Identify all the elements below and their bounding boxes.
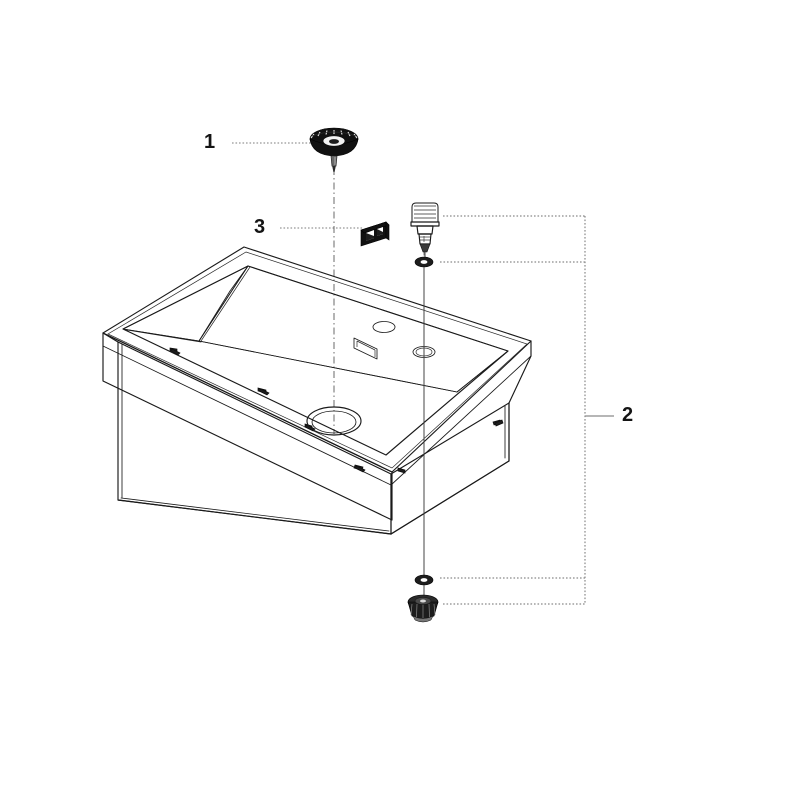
bowl-corner-back (198, 265, 249, 342)
valve-bore (420, 599, 426, 603)
push-button-collar (410, 221, 440, 227)
clip-mark-2b (258, 388, 270, 396)
bowl-corner-right (456, 350, 509, 393)
strainer-seal-center (329, 139, 339, 144)
bowl-wall-rear (198, 265, 509, 393)
cover-plate-side (385, 221, 390, 241)
push-button-taper (419, 243, 431, 253)
push-button-neck (416, 225, 434, 235)
part-push-button-assembly (407, 202, 440, 623)
push-button-cap (411, 202, 439, 223)
sink-basin (102, 246, 532, 535)
deck-inner-rim-line (107, 251, 528, 469)
callout-label-1: 1 (204, 131, 216, 153)
deck-front-underside (102, 345, 392, 486)
cover-plate-opening-right-shade (377, 229, 383, 236)
bowl-wall-left (122, 265, 249, 342)
valve-knurls (410, 603, 436, 618)
cover-plate-opening-left-shade (366, 233, 374, 241)
callout-2-bracket (440, 215, 614, 605)
upper-washer (414, 256, 434, 268)
callout-label-2: 2 (622, 404, 634, 426)
clip-mark-5b (494, 419, 504, 427)
basin-bottom-right (390, 460, 510, 535)
centerlines (333, 168, 425, 600)
deck-right-underside (390, 355, 532, 486)
lower-washer-hole (420, 578, 428, 582)
drain-hole (306, 406, 362, 436)
clip-mark-6 (397, 467, 406, 474)
push-button-thread (418, 233, 432, 245)
part-overflow-cover-plate (360, 221, 390, 247)
bowl-floor-fillet-left (126, 329, 202, 343)
strainer-stem (330, 155, 338, 167)
callout-label-3: 3 (254, 216, 266, 238)
basin-bottom-front-2 (120, 497, 390, 532)
bowl-opening (122, 265, 509, 456)
deck-left-underside (102, 332, 119, 343)
upper-washer-hole (420, 260, 428, 264)
bowl-floor-rear-edge (198, 340, 458, 393)
mounting-clips (169, 347, 504, 474)
drain-inner-ring (311, 410, 357, 434)
overflow-slot (353, 337, 378, 360)
basin-bottom-front (117, 499, 392, 535)
part-strainer-basket (309, 127, 359, 172)
strainer-stem-tip (332, 166, 336, 172)
strainer-rim-highlight (311, 131, 357, 137)
valve-bottom-rim (412, 615, 434, 623)
clip-mark-4b (354, 465, 366, 473)
overflow-slot-inner-top (356, 340, 376, 351)
tap-hole-rear (372, 321, 396, 333)
lower-washer (414, 574, 434, 586)
drain-outer-ring (306, 406, 362, 436)
overflow-slot-face (353, 337, 378, 360)
clip-mark-1b (170, 348, 181, 356)
basin-front-left-panel (102, 332, 393, 521)
waste-valve-body (407, 594, 439, 623)
bowl-corner-back-2 (200, 266, 251, 342)
